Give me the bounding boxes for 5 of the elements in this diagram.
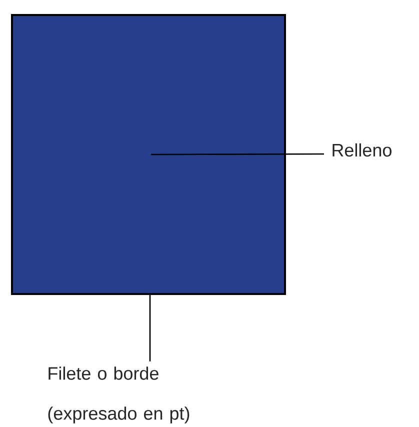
leader-line bbox=[151, 153, 324, 156]
text-label: Relleno bbox=[332, 143, 392, 157]
filled-square bbox=[11, 14, 286, 295]
text-label: Filete o borde (expresado en pt) bbox=[48, 366, 190, 424]
leader-line bbox=[149, 295, 151, 362]
